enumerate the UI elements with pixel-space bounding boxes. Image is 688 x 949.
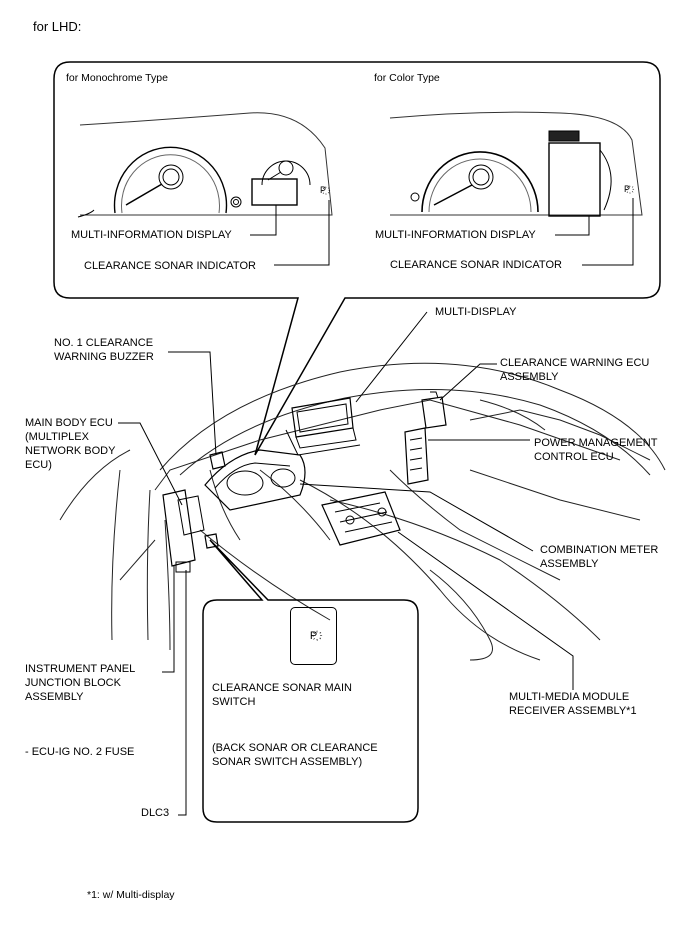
multi-display-unit: [285, 397, 361, 456]
footnote: *1: w/ Multi-display: [87, 889, 175, 901]
page-title: for LHD:: [33, 19, 82, 34]
sonar-switch-icon: P҉: [290, 607, 337, 665]
meter-label: COMBINATION METER ASSEMBLY: [540, 544, 659, 570]
color-cluster: [389, 111, 643, 217]
ip-jb-label: INSTRUMENT PANEL JUNCTION BLOCK ASSEMBLY: [25, 663, 136, 703]
switch-label: CLEARANCE SONAR MAIN SWITCH: [212, 682, 352, 708]
switch-alt-label: (BACK SONAR OR CLEARANCE SONAR SWITCH AS…: [212, 742, 378, 768]
multi-display-label: MULTI-DISPLAY: [435, 306, 517, 318]
color-sonar-indicator-icon: P҉: [624, 184, 635, 194]
mono-cluster: [77, 112, 333, 218]
buzzer-label: NO. 1 CLEARANCE WARNING BUZZER: [54, 337, 154, 363]
mm-receiver-label: MULTI-MEDIA MODULE RECEIVER ASSEMBLY*1: [509, 691, 637, 717]
color-mid-label: MULTI-INFORMATION DISPLAY: [375, 229, 536, 241]
cw-ecu-unit: [421, 391, 447, 429]
mono-indicator-label: CLEARANCE SONAR INDICATOR: [84, 260, 256, 272]
pm-ecu-unit: [404, 427, 429, 485]
pm-ecu-label: POWER MANAGEMENT CONTROL ECU: [534, 437, 658, 463]
color-indicator-label: CLEARANCE SONAR INDICATOR: [390, 259, 562, 271]
cw-ecu-label: CLEARANCE WARNING ECU ASSEMBLY: [500, 357, 650, 383]
bottom-callout-frame: [202, 539, 419, 823]
mono-type-title: for Monochrome Type: [66, 72, 168, 84]
combination-meter-unit: [204, 449, 306, 511]
top-callout-frame: [53, 61, 661, 456]
switch-unit: [204, 533, 219, 549]
body-ecu-label: MAIN BODY ECU (MULTIPLEX NETWORK BODY EC…: [25, 417, 116, 471]
dashboard-outline: [59, 362, 666, 661]
color-type-title: for Color Type: [374, 72, 440, 84]
mono-sonar-indicator-icon: P҉: [320, 185, 331, 195]
fuse-label: - ECU-IG NO. 2 FUSE: [25, 746, 135, 758]
buzzer-unit: [209, 451, 226, 470]
body-ecu-unit: [162, 489, 205, 573]
dlc3-label: DLC3: [141, 807, 170, 819]
media-receiver-unit: [321, 491, 401, 546]
mono-mid-label: MULTI-INFORMATION DISPLAY: [71, 229, 232, 241]
